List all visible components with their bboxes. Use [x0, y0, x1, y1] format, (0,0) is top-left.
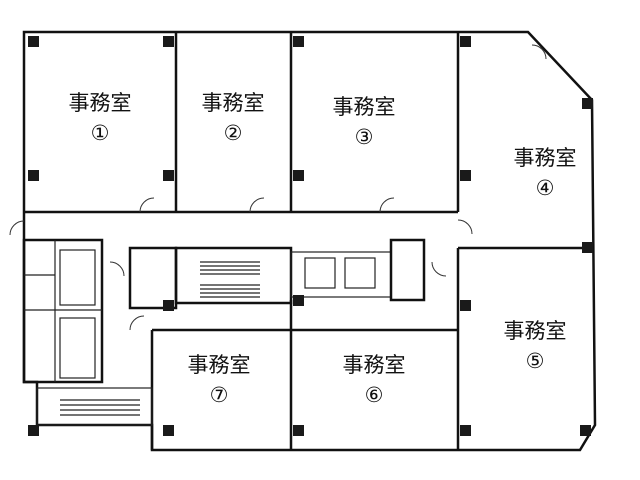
room-label-1: 事務室 ①	[69, 88, 132, 148]
elevator-2	[344, 257, 376, 289]
stair-treads	[200, 261, 260, 298]
room-label-7: 事務室 ⑦	[188, 350, 251, 410]
room-label-4: 事務室 ④	[514, 143, 577, 203]
room-name: 事務室	[332, 95, 396, 119]
room-name: 事務室	[503, 319, 567, 343]
core-right	[389, 238, 426, 302]
elevator-1	[304, 257, 336, 289]
stair-core	[174, 246, 293, 305]
room-name: 事務室	[201, 91, 265, 115]
room-number: ①	[90, 121, 110, 145]
room-label-2: 事務室 ②	[202, 88, 265, 148]
stair-lower	[36, 387, 153, 426]
room-number: ⑤	[525, 349, 545, 373]
room-label-6: 事務室 ⑥	[343, 350, 406, 410]
room-number: ③	[354, 125, 374, 149]
room-number: ④	[535, 176, 555, 200]
elevator-hall	[290, 251, 392, 298]
door-swings	[9, 44, 547, 331]
room-number: ⑥	[364, 383, 384, 407]
room-label-3: 事務室 ③	[333, 92, 396, 152]
toilet-block	[22, 238, 104, 384]
room-name: 事務室	[513, 146, 577, 170]
room-number: ②	[223, 121, 243, 145]
columns	[28, 36, 593, 436]
room-label-5: 事務室 ⑤	[504, 316, 567, 376]
shaft-left	[128, 246, 178, 310]
room-name: 事務室	[342, 353, 406, 377]
room-name: 事務室	[68, 91, 132, 115]
room-number: ⑦	[209, 383, 229, 407]
room-name: 事務室	[187, 353, 251, 377]
